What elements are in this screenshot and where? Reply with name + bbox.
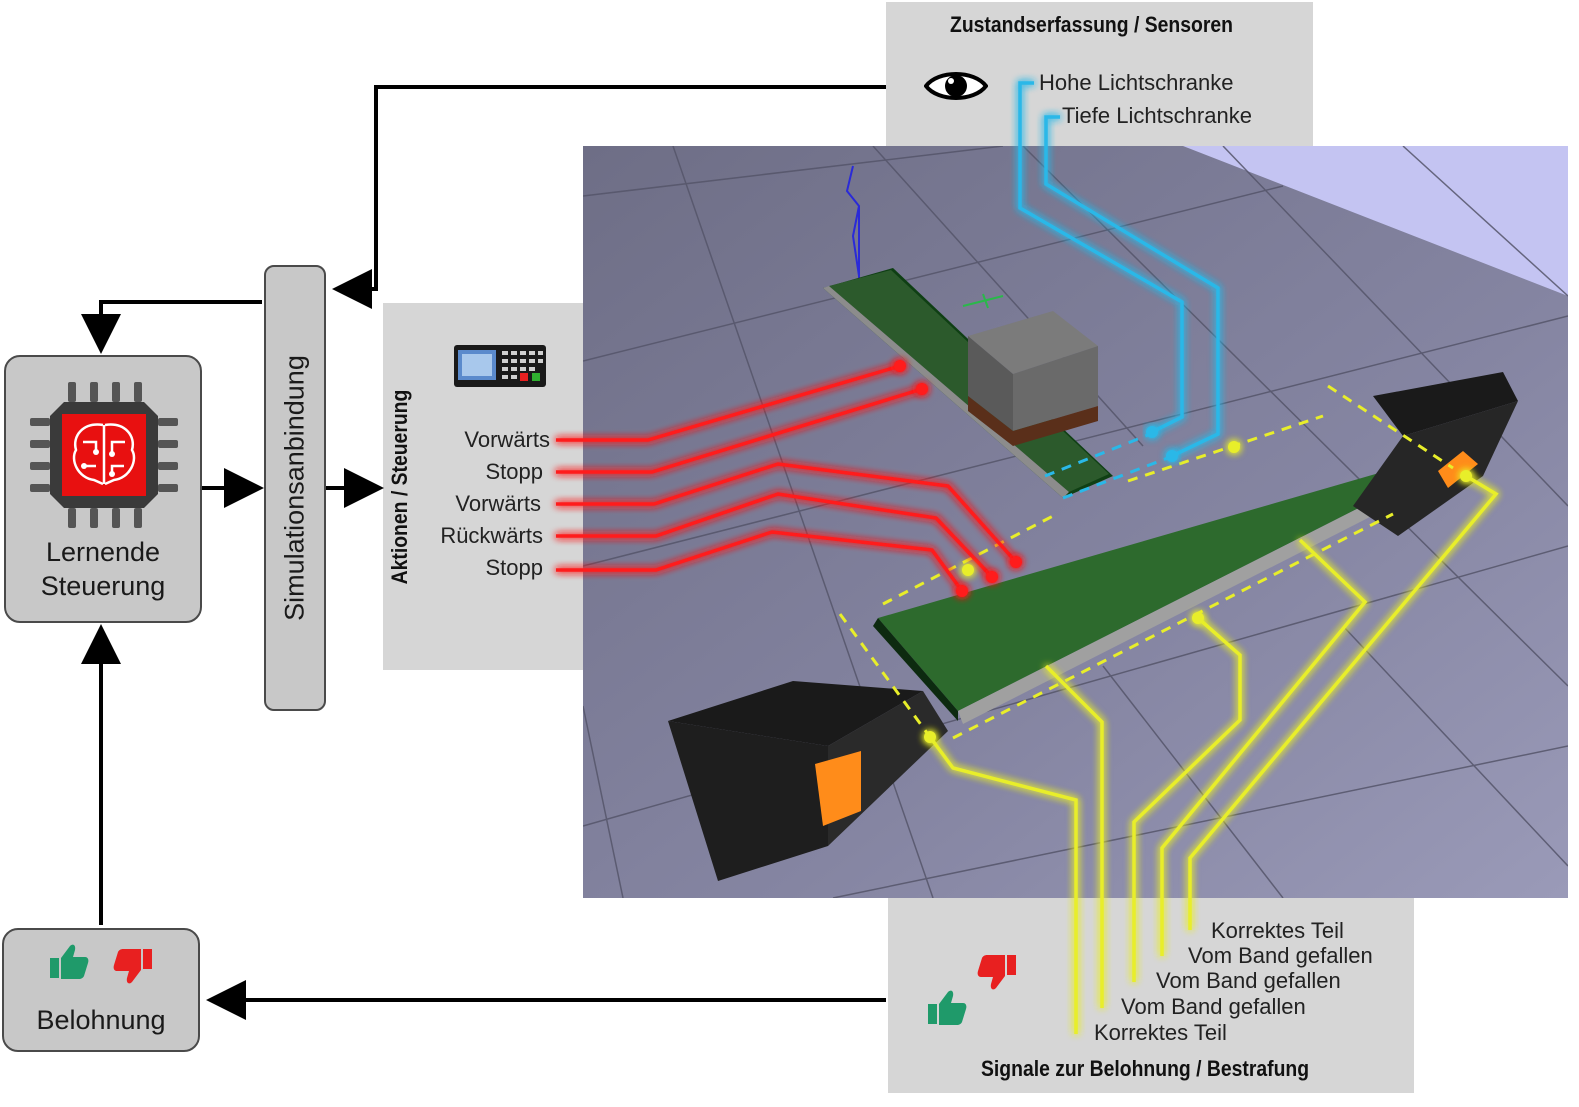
thumbs-down-icon — [113, 949, 152, 984]
controller-label-line1: Lernende — [45, 537, 161, 567]
action-label-stop-2: Stopp — [485, 555, 544, 580]
reward-panel-title: Signale zur Belohnung / Bestrafung — [981, 1056, 1310, 1081]
sensor-wires — [1018, 81, 1220, 458]
simulation-link-box — [264, 265, 326, 711]
reward-signal-correct-2: Korrektes Teil — [1094, 1020, 1227, 1045]
actions-panel-title: Aktionen / Steuerung — [387, 389, 412, 585]
action-label-backward: Rückwärts — [440, 523, 543, 548]
brain-chip-icon — [30, 382, 178, 528]
simulation-link-label: Simulationsanbindung — [279, 355, 310, 621]
action-label-forward-2: Vorwärts — [455, 491, 541, 516]
reward-panel — [888, 895, 1414, 1093]
thumbs-up-icon — [50, 944, 89, 979]
reward-wires — [928, 474, 1499, 1034]
reward-signal-fallen-1: Vom Band gefallen — [1188, 943, 1373, 968]
controller-label-line2: Steuerung — [40, 570, 166, 601]
reward-label: Belohnung — [36, 1005, 166, 1035]
action-wires — [556, 364, 1018, 593]
sensor-label-low: Tiefe Lichtschranke — [1062, 103, 1252, 128]
reward-signal-correct-1: Korrektes Teil — [1211, 918, 1344, 943]
control-panel-icon — [454, 345, 546, 387]
simulation-scene — [583, 146, 1568, 898]
reward-signal-fallen-2: Vom Band gefallen — [1156, 968, 1341, 993]
eye-icon — [924, 72, 988, 100]
thumbs-down-icon-panel — [977, 955, 1016, 990]
action-label-stop-1: Stopp — [485, 459, 544, 484]
reward-box — [2, 928, 200, 1052]
sensors-panel-title: Zustandserfassung / Sensoren — [950, 12, 1233, 37]
reward-signal-fallen-3: Vom Band gefallen — [1121, 994, 1306, 1019]
action-label-forward-1: Vorwärts — [464, 427, 550, 452]
thumbs-up-icon-panel — [928, 990, 967, 1025]
sensor-label-high: Hohe Lichtschranke — [1039, 70, 1234, 95]
controller-label: Lernende Steuerung — [4, 536, 202, 604]
